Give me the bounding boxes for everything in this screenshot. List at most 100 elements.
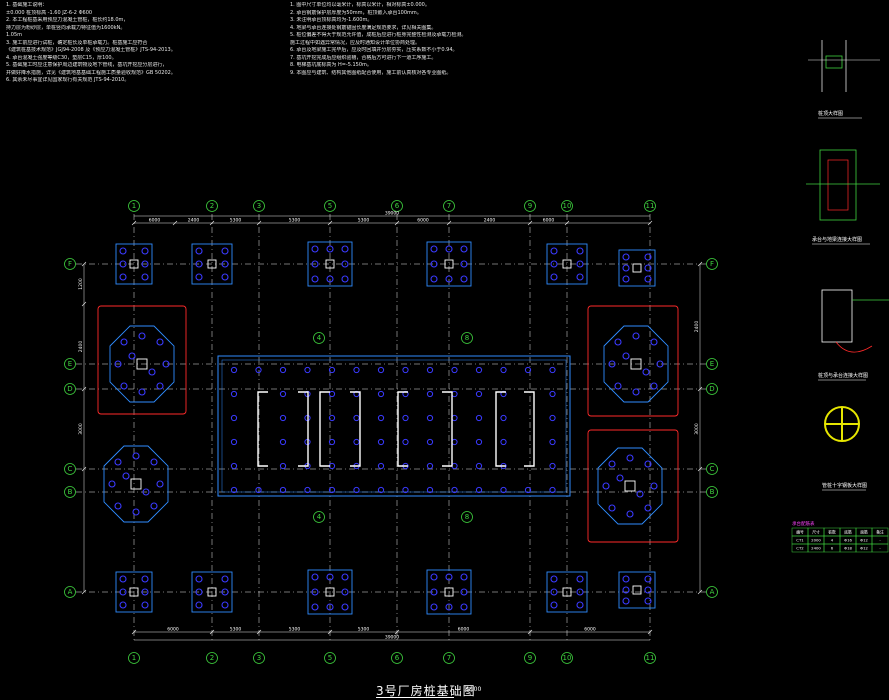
column-stub [444, 259, 454, 269]
dim-bottom-tick [527, 629, 533, 635]
dim-bottom-label: 5300 [358, 627, 370, 633]
axis-bubble-top-10-label: 10 [563, 202, 572, 210]
pile [642, 368, 650, 376]
pile [644, 504, 652, 512]
axis-bubble-bottom-6-label: 6 [395, 654, 400, 662]
dim-top-label: 2400 [484, 218, 496, 224]
axis-bubble-top-7-label: 7 [447, 202, 451, 210]
axis-bubble-left-E-label: E [68, 360, 72, 368]
note-line: 9. 本图应与建筑、结构其他图纸配合使用，施工前认真核对各专业图纸。 [290, 69, 452, 76]
core-pile [475, 462, 483, 470]
axis-bubble-right-F-label: F [710, 260, 714, 268]
axis-bubble-inner-4-top [313, 332, 325, 344]
pile [576, 247, 584, 255]
core-pile [279, 438, 287, 446]
core-pile [524, 366, 532, 374]
elevator-pit-wall [495, 391, 535, 467]
axis-bubble-left-F [64, 258, 76, 270]
dim-bottom-tick [209, 629, 215, 635]
pile [622, 586, 630, 594]
pile-cap-octagon [597, 447, 663, 525]
axis-bubble-left-D-label: D [67, 385, 72, 393]
pile [650, 338, 658, 346]
core-pile [500, 438, 507, 446]
axis-bubble-left-B [64, 486, 76, 498]
axis-bubble-top-2-label: 2 [210, 202, 214, 210]
axis-bubble-left-A [64, 586, 76, 598]
dim-top-label: 2400 [188, 218, 200, 224]
pile [608, 460, 616, 468]
note-line: 1. 图中尺寸单位均以毫米计，标高以米计，相对标高±0.000。 [290, 2, 430, 8]
column-stub [444, 587, 454, 597]
pile [138, 388, 146, 396]
dim-bottom-tick [131, 629, 137, 635]
schedule-cell-text: CT2 [796, 546, 804, 551]
pile-caps [103, 241, 669, 615]
dim-right-tick [697, 261, 703, 267]
schedule-cell-text: Φ12 [860, 546, 868, 551]
axis-bubble-right-A-label: A [710, 588, 715, 596]
schedule-cell-text: 面筋 [860, 530, 868, 535]
pile [614, 382, 622, 390]
schedule-cell-text: 编号 [796, 530, 804, 535]
pile [119, 588, 127, 596]
general-notes-right: 1. 图中尺寸单位均以毫米计，标高以米计，相对标高±0.000。2. 承台钢筋保… [290, 2, 480, 77]
core-pile [402, 486, 409, 494]
schedule-cell-text: Φ12 [860, 538, 868, 543]
note-line: 持力层为粉砂层，单桩竖向承载力特征值为1600kN。 [6, 24, 126, 31]
core-pile [426, 462, 434, 470]
pile [311, 245, 319, 253]
pile-cap-square [307, 241, 353, 287]
schedule-title: 承台配筋表 [792, 520, 815, 527]
axis-bubble-left-A-label: A [68, 588, 73, 596]
axis-bubble-top-2 [206, 200, 218, 212]
core-pile [549, 390, 556, 398]
pile [644, 597, 652, 605]
pile-cap-octagon [103, 445, 169, 523]
schedule-cell-text: 备注 [876, 530, 884, 535]
pile [622, 253, 630, 261]
pile [119, 247, 127, 255]
pile [445, 245, 453, 253]
pile [576, 588, 584, 596]
dim-top-label: 5300 [289, 218, 301, 224]
drawing-title: 3号厂房桩基础图 [376, 684, 476, 698]
pile [430, 603, 438, 611]
pile [141, 588, 149, 596]
dim-right-label: 3000 [694, 423, 700, 435]
dim-left-tick [81, 261, 87, 267]
pile [156, 480, 164, 488]
axis-bubble-inner-4-top-label: 4 [317, 334, 322, 342]
note-line: 1.05m [6, 32, 23, 38]
pile-cap-square [618, 249, 656, 287]
pile [644, 586, 652, 594]
core-pile [377, 366, 385, 374]
core-pile [426, 390, 434, 398]
pile [460, 245, 468, 253]
highlight-boxes [97, 305, 679, 543]
axis-bubble-right-E-label: E [710, 360, 714, 368]
column-stub [136, 358, 148, 370]
dim-bottom-tick [256, 629, 262, 635]
pile [221, 575, 229, 583]
pile [311, 260, 319, 268]
axis-bubble-bottom-9-label: 9 [528, 654, 532, 662]
pile [430, 260, 438, 268]
core-pile [230, 438, 238, 446]
axis-bubble-inner-4-bottom-label: 4 [317, 513, 322, 521]
pile-cap-square [307, 569, 353, 615]
dim-top-tick [647, 220, 653, 226]
core-pile [549, 462, 556, 470]
core-pile [475, 486, 483, 494]
dim-bottom-label: 6000 [458, 627, 470, 633]
core-raft-inner [221, 359, 567, 493]
pile [341, 245, 349, 253]
column-stub [129, 259, 139, 269]
axis-bubble-bottom-10 [561, 652, 573, 664]
axis-bubble-bottom-1-label: 1 [132, 654, 136, 662]
dim-top-label: 6000 [149, 218, 161, 224]
pile [221, 247, 229, 255]
detail-2-caption: 承台与地梁连接大样图 [812, 237, 863, 243]
pile [119, 273, 127, 281]
pile [626, 510, 634, 518]
